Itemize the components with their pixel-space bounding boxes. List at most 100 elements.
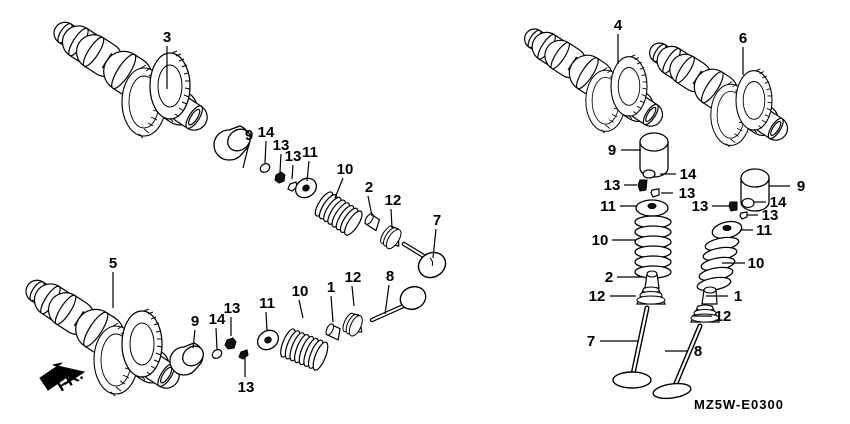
spring-seat-11-right-left[interactable] [635, 199, 669, 217]
valve-spring-10-bottom-left[interactable] [278, 327, 331, 372]
callout-14-right-right[interactable]: 14 [754, 194, 787, 211]
spring-retainer-12-right-left[interactable] [636, 286, 666, 305]
callout-label: 9 [245, 127, 253, 144]
valve-lifter-9-right-left[interactable] [639, 132, 669, 178]
callout-1-right-right[interactable]: 1 [706, 288, 742, 305]
callout-label: 14 [209, 311, 226, 328]
valve-shim-14-bottom-left[interactable] [211, 348, 224, 360]
leader-line [334, 177, 344, 199]
callout-13a-bottom-left[interactable]: 13 [224, 300, 241, 336]
valve-cotter-13a-bottom-left[interactable] [224, 337, 237, 350]
callout-11-right-right[interactable]: 11 [740, 222, 772, 239]
leader-line [432, 228, 437, 259]
valve-cotter-13a-right-left[interactable] [637, 179, 648, 192]
valve-shim-14-right-right[interactable] [741, 197, 755, 209]
leader-line [330, 295, 334, 323]
spring-retainer-12-top-left[interactable] [378, 223, 407, 252]
callout-label: 10 [292, 283, 309, 300]
callout-label: 12 [589, 288, 606, 305]
valve-spring-10-right-right[interactable] [696, 235, 740, 293]
callout-11-bottom-left[interactable]: 11 [259, 295, 275, 332]
callout-9-right-right[interactable]: 9 [769, 178, 805, 195]
callout-9-right-left[interactable]: 9 [608, 142, 641, 159]
valve-cotter-13b-bottom-left[interactable] [238, 349, 249, 360]
leader-line [306, 160, 310, 182]
valve-cotter-13b-right-right[interactable] [739, 211, 748, 220]
valve-8-exhaust-right[interactable] [652, 323, 703, 401]
valve-lifter-9-bottom-left[interactable] [169, 342, 207, 376]
spring-retainer-2-top-left[interactable] [363, 212, 382, 232]
camshaft-assembly-4[interactable] [516, 18, 670, 135]
camshaft-assembly-6[interactable] [641, 32, 795, 149]
valve-7-intake-top-left[interactable] [401, 241, 450, 282]
sprocket-front-4 [610, 54, 648, 120]
callout-label: 13 [679, 185, 696, 202]
callout-3[interactable]: 3 [163, 29, 171, 89]
callout-9-top-left[interactable]: 9 [242, 127, 253, 169]
camshaft-assembly-3[interactable] [45, 11, 216, 141]
callout-12-right-right[interactable]: 12 [692, 308, 731, 325]
spring-retainer-2-right-left[interactable] [644, 270, 660, 289]
callout-10-top-left[interactable]: 10 [334, 161, 353, 199]
valve-8-exhaust-bottom-left[interactable] [369, 283, 429, 323]
valve-shim-14-top-left[interactable] [259, 162, 272, 174]
callout-14-top-left[interactable]: 14 [258, 124, 275, 164]
camshaft-assembly-5[interactable] [17, 269, 188, 399]
valve-cotter-13b-right-left[interactable] [650, 188, 660, 198]
sprocket-front-3 [149, 50, 191, 123]
valve-shim-14-right-left[interactable] [642, 169, 656, 179]
callout-label: 7 [587, 333, 595, 350]
valve-cotter-13b-top-left[interactable] [287, 181, 298, 192]
callout-label: 13 [238, 379, 255, 396]
valve-lifter-9-top-left[interactable] [213, 125, 255, 161]
callout-4[interactable]: 4 [614, 17, 623, 64]
callout-12-top-left[interactable]: 12 [385, 192, 402, 229]
callout-8-right-right[interactable]: 8 [665, 343, 702, 360]
callout-13a-top-left[interactable]: 13 [273, 137, 290, 173]
spring-seat-11-top-left[interactable] [292, 174, 320, 201]
callout-14-bottom-left[interactable]: 14 [209, 311, 226, 350]
spring-retainer-12-bottom-left[interactable] [340, 311, 367, 339]
callout-label: 1 [327, 279, 335, 296]
callout-13a-right-left[interactable]: 13 [604, 177, 637, 194]
callout-label: 5 [109, 255, 117, 272]
callout-1-bottom-left[interactable]: 1 [327, 279, 335, 323]
callout-13b-right-right[interactable]: 13 [747, 207, 778, 224]
callout-2-right-left[interactable]: 2 [605, 269, 642, 286]
callout-6[interactable]: 6 [739, 30, 747, 75]
callout-7-top-left[interactable]: 7 [432, 212, 441, 259]
callout-12-right-left[interactable]: 12 [589, 288, 636, 305]
callout-13b-top-left[interactable]: 13 [285, 148, 302, 180]
callout-13b-right-left[interactable]: 13 [661, 185, 695, 202]
callout-14-right-left[interactable]: 14 [660, 166, 697, 183]
front-direction-arrow [39, 362, 86, 391]
callout-2-top-left[interactable]: 2 [365, 179, 373, 217]
valve-spring-10-right-left[interactable] [634, 215, 672, 279]
callout-9-bottom-left[interactable]: 9 [191, 313, 199, 349]
valve-cotter-13a-right-right[interactable] [728, 201, 738, 212]
valve-spring-10-top-left[interactable] [312, 190, 365, 238]
valve-lifter-9-right-right[interactable] [740, 168, 770, 212]
callout-label: 13 [285, 148, 302, 165]
callout-8-bottom-left[interactable]: 8 [384, 268, 394, 315]
callout-11-right-left[interactable]: 11 [600, 198, 637, 215]
callout-11-top-left[interactable]: 11 [302, 144, 318, 182]
callout-5[interactable]: 5 [109, 255, 117, 308]
callout-10-right-right[interactable]: 10 [722, 255, 764, 272]
callout-label: 8 [386, 268, 394, 285]
leader-line [367, 195, 373, 217]
callout-label: 13 [692, 198, 709, 215]
callout-13a-right-right[interactable]: 13 [692, 198, 729, 215]
spring-seat-11-bottom-left[interactable] [254, 326, 282, 353]
valve-cotter-13a-top-left[interactable] [274, 171, 286, 184]
spring-retainer-1-bottom-left[interactable] [325, 323, 344, 341]
callout-label: 1 [734, 288, 742, 305]
callout-10-bottom-left[interactable]: 10 [292, 283, 309, 319]
callout-12-bottom-left[interactable]: 12 [345, 269, 362, 307]
valve-7-intake-right[interactable] [612, 305, 652, 389]
callout-7-right-left[interactable]: 7 [587, 333, 638, 350]
spring-retainer-1-right-right[interactable] [701, 286, 718, 305]
figure-part-number: MZ5W-E0300 [694, 397, 784, 412]
callout-13b-bottom-left[interactable]: 13 [238, 358, 255, 396]
callout-10-right-left[interactable]: 10 [592, 232, 636, 249]
